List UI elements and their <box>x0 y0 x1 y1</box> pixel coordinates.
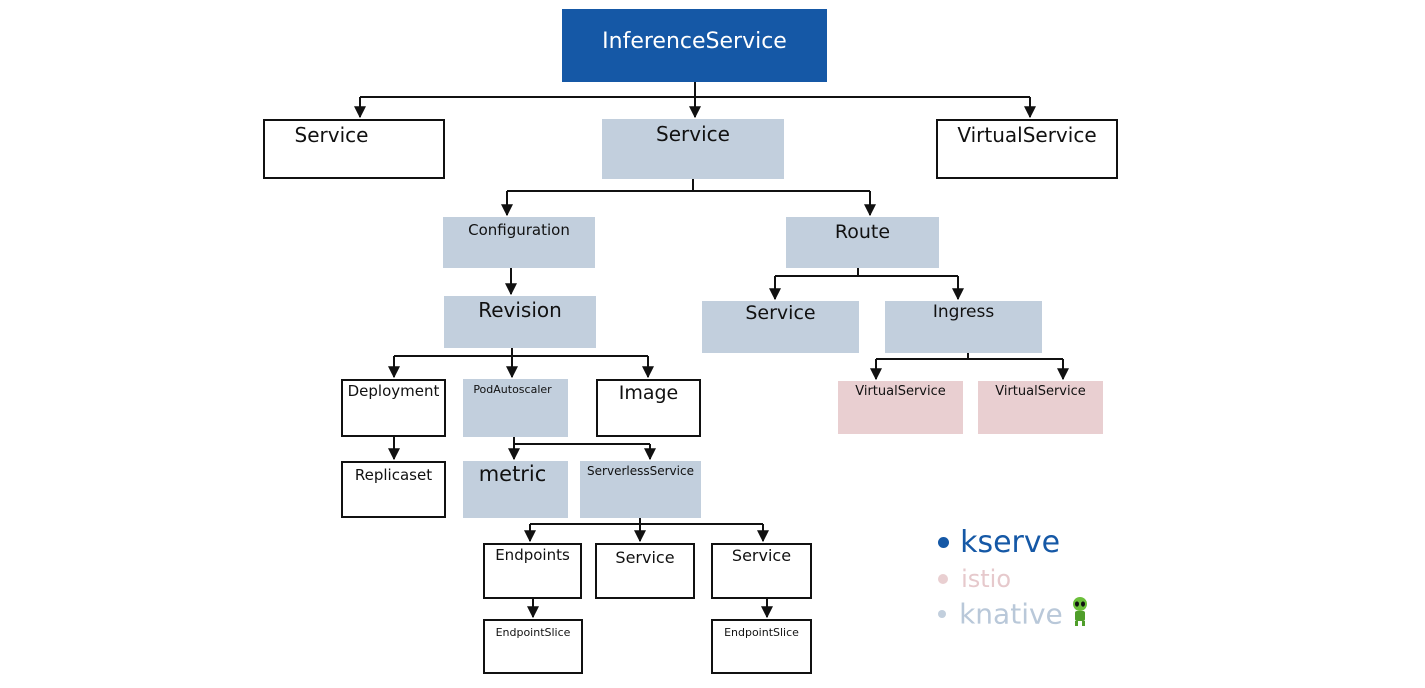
virtual-service-node-b: VirtualService <box>978 381 1103 434</box>
node-label: VirtualService <box>957 123 1097 147</box>
replicaset-node: Replicaset <box>341 461 446 518</box>
deployment-node: Deployment <box>341 379 446 437</box>
sks-service-node-1: Service <box>595 543 695 599</box>
node-label: Service <box>656 122 730 146</box>
node-label: Service <box>615 548 675 567</box>
endpoints-node: Endpoints <box>483 543 582 599</box>
istio-dot-icon <box>938 574 948 584</box>
route-service-node: Service <box>702 301 859 353</box>
node-label: VirtualService <box>995 384 1086 399</box>
virtual-service-node-a: VirtualService <box>838 381 963 434</box>
route-node: Route <box>786 217 939 268</box>
legend-label-istio: istio <box>961 565 1012 593</box>
revision-node: Revision <box>444 296 596 348</box>
service-node-center: Service <box>602 119 784 179</box>
pod-autoscaler-node: PodAutoscaler <box>463 379 568 437</box>
node-label: metric <box>478 462 547 486</box>
virtual-service-node-right: VirtualService <box>936 119 1118 179</box>
legend: kserve istio knative <box>938 525 1113 635</box>
node-label: Service <box>731 546 792 565</box>
node-label: Configuration <box>468 221 570 239</box>
inference-service-node: InferenceService <box>562 9 827 82</box>
sks-service-node-2: Service <box>711 543 812 599</box>
node-label: PodAutoscaler <box>473 383 552 396</box>
image-node: Image <box>596 379 701 437</box>
node-label: Revision <box>478 298 562 322</box>
node-label: EndpointSlice <box>495 626 571 639</box>
configuration-node: Configuration <box>443 217 595 268</box>
node-label: VirtualService <box>855 384 946 399</box>
node-label: Service <box>294 123 369 147</box>
node-label: Ingress <box>932 302 995 322</box>
metric-node: metric <box>463 461 568 518</box>
node-label: EndpointSlice <box>724 626 799 639</box>
service-node-left: Service <box>263 119 445 179</box>
legend-label-kserve: kserve <box>960 525 1061 560</box>
alien-mascot-icon <box>1072 597 1088 631</box>
node-label: Service <box>745 302 816 324</box>
legend-label-knative: knative <box>959 597 1063 631</box>
node-label: Route <box>834 221 891 243</box>
node-label: InferenceService <box>602 29 787 54</box>
node-label: ServerlessService <box>587 464 694 478</box>
legend-item-istio: istio <box>938 565 1011 593</box>
kserve-dot-icon <box>938 537 949 548</box>
node-label: Endpoints <box>495 546 570 564</box>
endpoint-slice-node-2: EndpointSlice <box>711 619 812 674</box>
endpoint-slice-node-1: EndpointSlice <box>483 619 583 674</box>
node-label: Deployment <box>347 382 440 400</box>
legend-item-kserve: kserve <box>938 525 1060 560</box>
knative-dot-icon <box>938 610 946 618</box>
ingress-node: Ingress <box>885 301 1042 353</box>
serverless-service-node: ServerlessService <box>580 461 701 518</box>
legend-item-knative: knative <box>938 597 1088 631</box>
node-label: Replicaset <box>354 466 433 484</box>
node-label: Image <box>618 382 679 404</box>
